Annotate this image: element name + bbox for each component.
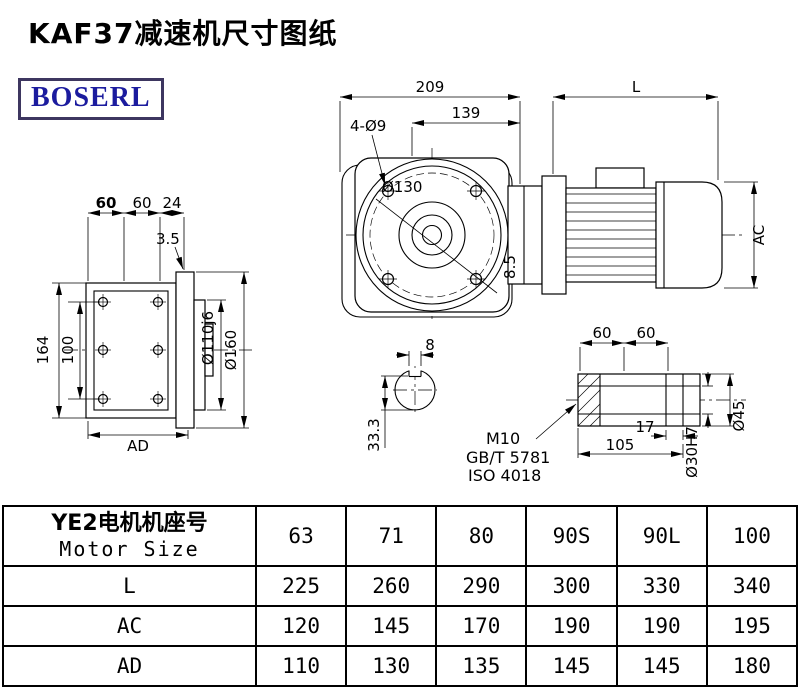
table-cell: 135 [435, 645, 528, 687]
standard-iso-label: ISO 4018 [468, 466, 541, 485]
column-header: 63 [254, 505, 348, 567]
column-header: 71 [345, 505, 438, 567]
dim-3-5-label: 3.5 [156, 230, 180, 248]
table-cell: 120 [254, 605, 348, 647]
dimension-table: YE2电机机座号 Motor Size 63 71 80 90S 90L 100… [2, 505, 799, 687]
bolt-holes-note-label: 4-Ø9 [350, 117, 386, 135]
table-row-AD: AD 110 130 135 145 145 180 [2, 645, 799, 687]
dim-164-label: 164 [34, 336, 52, 365]
dim-209-label: 209 [416, 78, 445, 96]
dim-17-label: 17 [635, 418, 654, 436]
brand-logo: BOSERL [18, 78, 164, 120]
table-cell: 145 [345, 605, 438, 647]
table-cell: 190 [615, 605, 708, 647]
row-label: AC [2, 605, 257, 647]
flange-bolt-holes [379, 182, 485, 288]
table-cell: 170 [435, 605, 528, 647]
dim-24-label: 24 [162, 194, 181, 212]
row-label: L [2, 565, 257, 607]
dim-offset-label: 8.5 [501, 255, 519, 279]
column-header: 90S [525, 505, 618, 567]
shaft-section-view: 8 33.3 [365, 336, 437, 452]
column-header: 100 [705, 505, 799, 567]
column-header: 90L [615, 505, 708, 567]
table-cell: 130 [345, 645, 438, 687]
left-side-view: 60 60 24 3.5 164 100 AD Ø110j6 Ø160 [34, 194, 252, 455]
dim-key-width-label: 8 [425, 336, 435, 354]
dim-AD-label: AD [127, 437, 149, 455]
motor-fins [566, 193, 656, 276]
dim-shaft-60a-label: 60 [592, 324, 611, 342]
dim-key-depth-label: 33.3 [365, 418, 383, 451]
standard-gb-label: GB/T 5781 [466, 448, 550, 467]
top-dimensions: 209 139 L AC [339, 78, 768, 289]
table-cell: 225 [254, 565, 348, 607]
dim-60b-label: 60 [132, 194, 151, 212]
thread-spec-label: M10 [486, 429, 520, 448]
dim-shaft-60b-label: 60 [636, 324, 655, 342]
table-row-L: L 225 260 290 300 330 340 [2, 565, 799, 607]
brand-logo-text: BOSERL [31, 82, 151, 113]
column-header: 80 [435, 505, 528, 567]
motor-size-label-cn: YE2电机机座号 [51, 510, 208, 536]
technical-drawing: Ø130 4-Ø9 8.5 209 139 [34, 78, 768, 485]
shaft-detail-view: 60 60 17 105 Ø30H7 Ø45 M10 GB/T 5781 ISO… [466, 324, 748, 485]
table-cell: 195 [705, 605, 799, 647]
dim-AC-label: AC [750, 225, 768, 245]
thread-hatch [577, 373, 601, 427]
dim-139-label: 139 [452, 104, 481, 122]
motor-size-label-en: Motor Size [59, 537, 200, 562]
table-cell: 145 [525, 645, 618, 687]
page-title: KAF37减速机尺寸图纸 [28, 17, 338, 50]
dim-bore-label: Ø30H7 [683, 426, 701, 478]
motor-side-view [541, 167, 723, 295]
dim-100-label: 100 [59, 336, 77, 365]
table-cell: 145 [615, 645, 708, 687]
table-cell: 110 [254, 645, 348, 687]
row-label: AD [2, 645, 257, 687]
dim-flange-diameter-label: Ø130 [382, 178, 422, 196]
motor-size-header-cell: YE2电机机座号 Motor Size [2, 505, 257, 567]
table-cell: 180 [705, 645, 799, 687]
front-view: Ø130 4-Ø9 8.5 [341, 117, 744, 320]
dim-L-label: L [632, 78, 641, 96]
dim-spigot-label: Ø110j6 [199, 311, 217, 365]
table-cell: 290 [435, 565, 528, 607]
table-cell: 330 [615, 565, 708, 607]
dim-105-label: 105 [606, 436, 635, 454]
table-cell: 340 [705, 565, 799, 607]
table-cell: 260 [345, 565, 438, 607]
table-row-AC: AC 120 145 170 190 190 195 [2, 605, 799, 647]
table-cell: 190 [525, 605, 618, 647]
dim-60a-label: 60 [96, 194, 117, 212]
dim-od-label: Ø45 [730, 401, 748, 432]
table-cell: 300 [525, 565, 618, 607]
table-header-row: YE2电机机座号 Motor Size 63 71 80 90S 90L 100 [2, 505, 799, 567]
dim-flange-od-label: Ø160 [222, 330, 240, 370]
